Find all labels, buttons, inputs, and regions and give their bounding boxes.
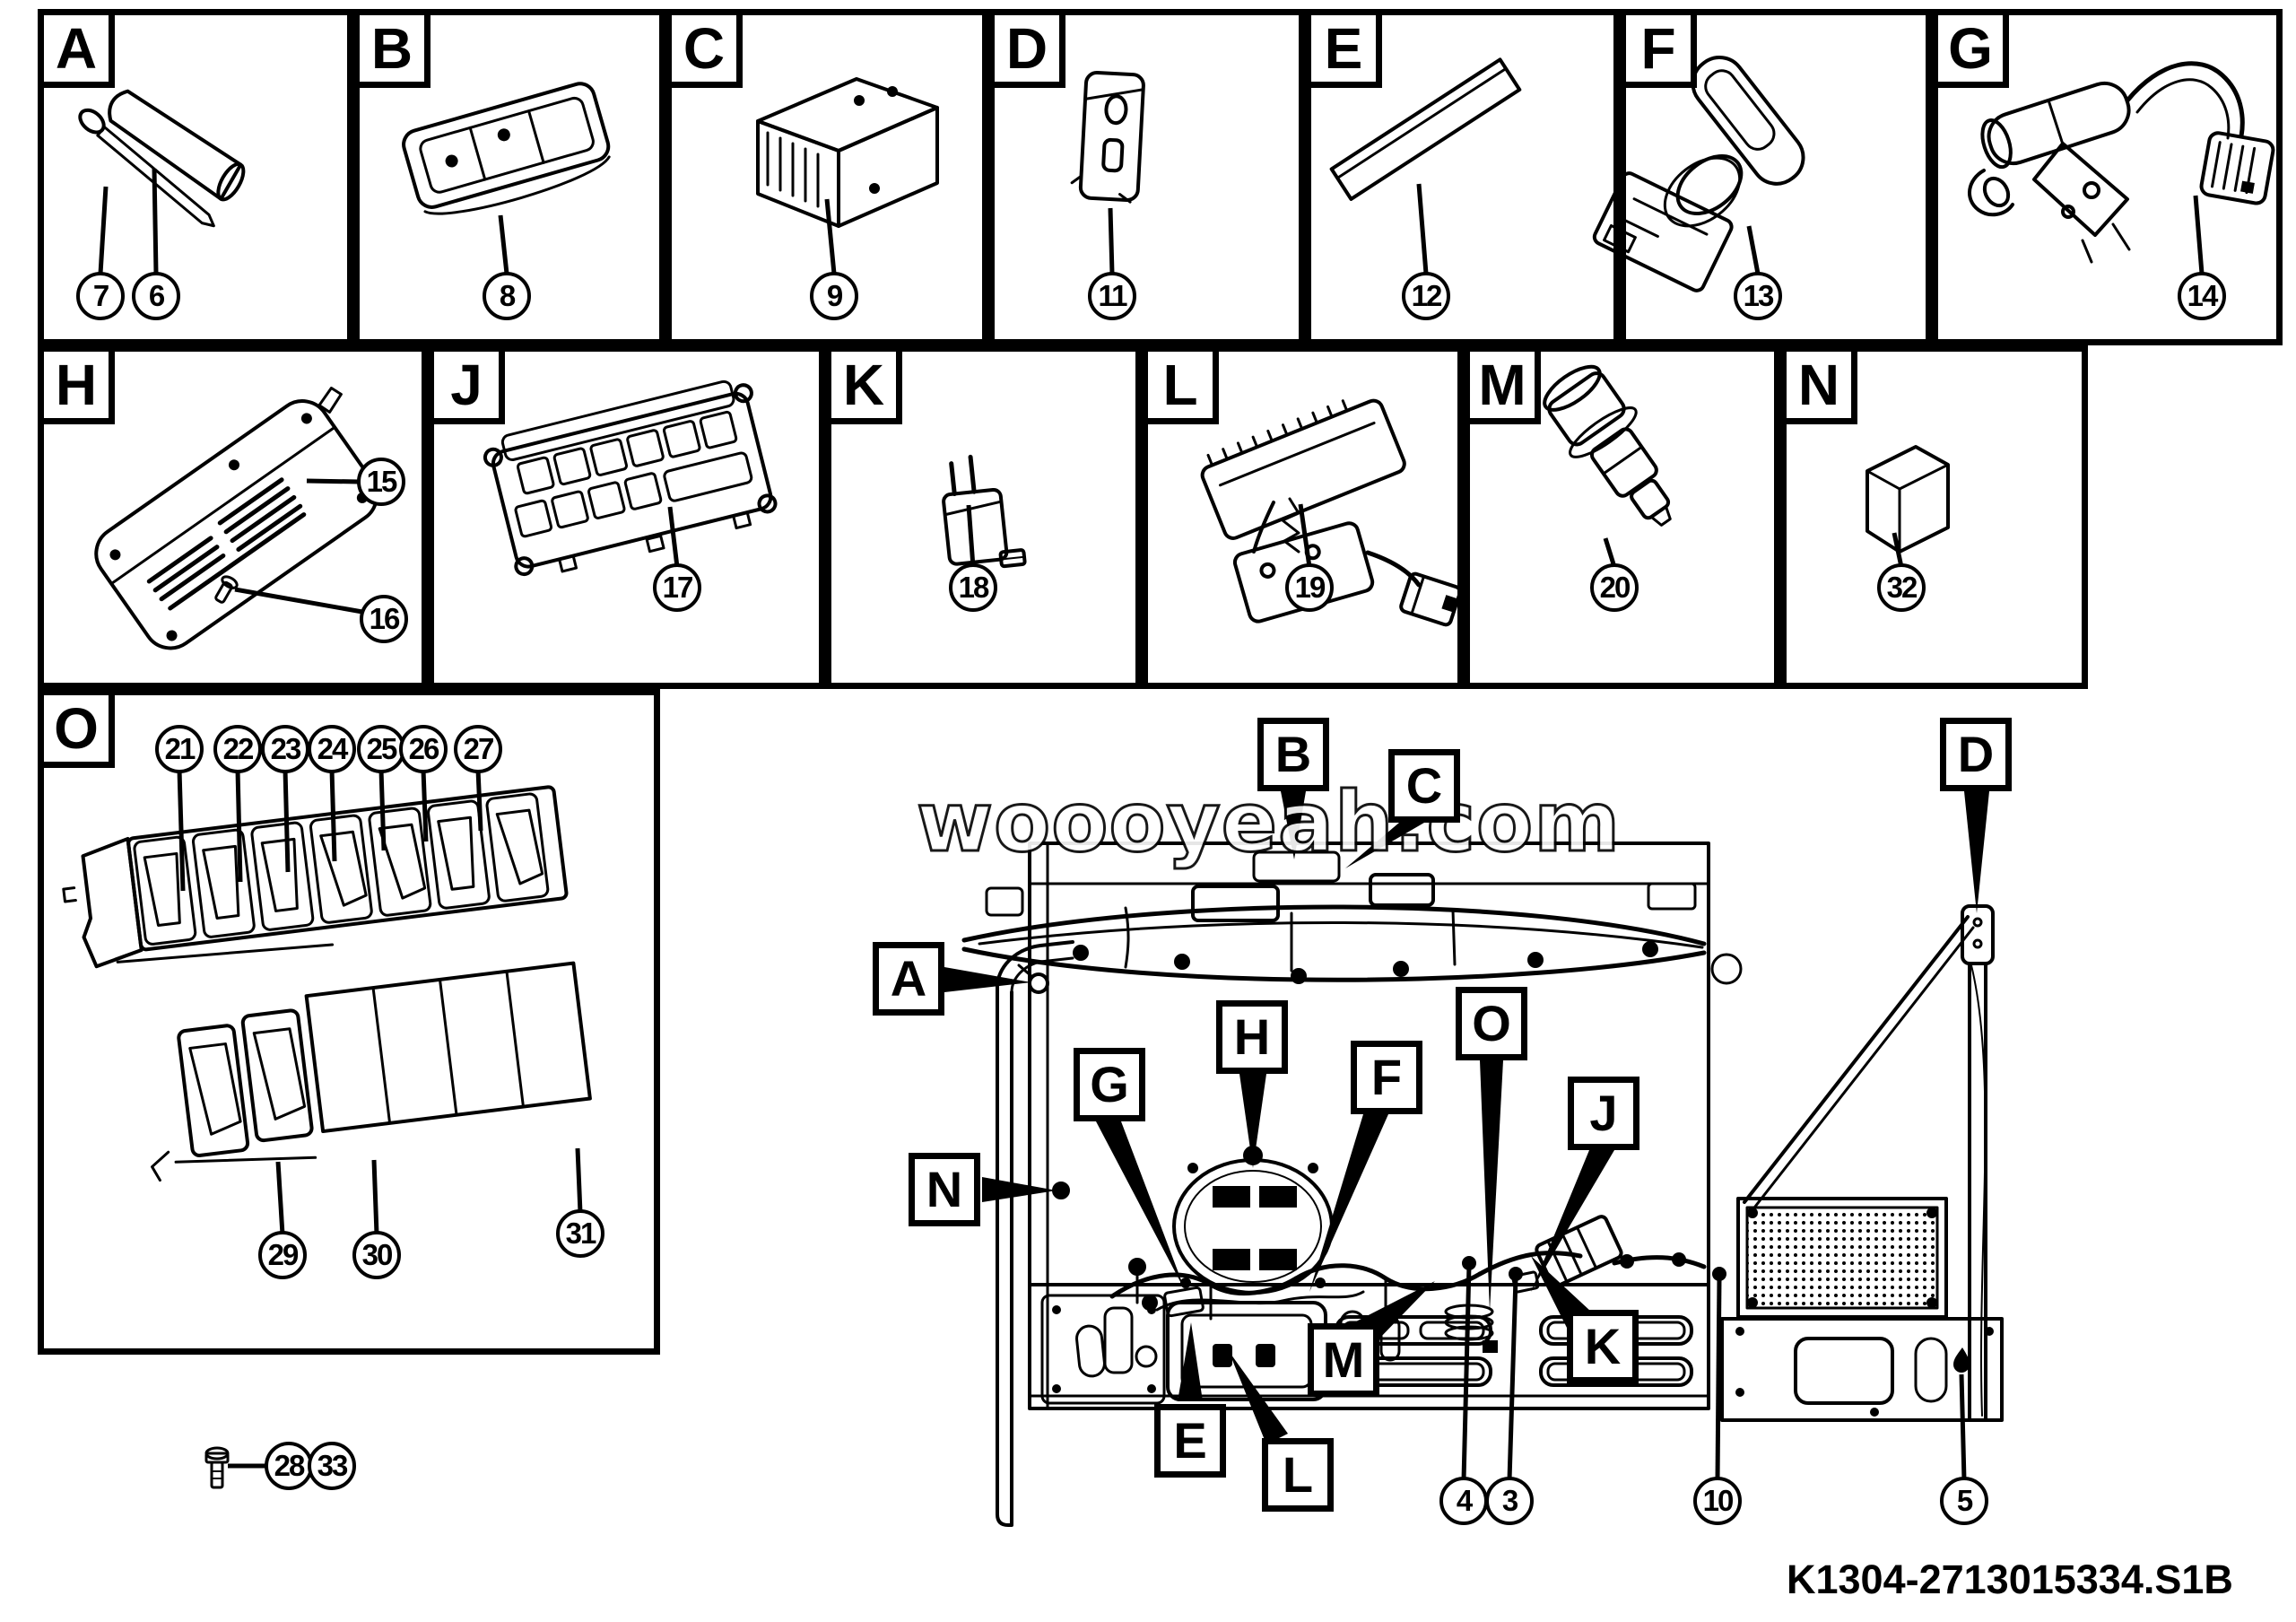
cell-label-B: B [353, 9, 430, 88]
part-num-7: 7 [76, 272, 125, 320]
part-num-20: 20 [1590, 563, 1639, 612]
assembly-callout-F: F [1351, 1041, 1422, 1114]
assembly-num-10: 10 [1693, 1477, 1742, 1525]
antenna-base-cone-illustration [108, 89, 246, 202]
assembly-num-4: 4 [1439, 1477, 1488, 1525]
cell-label-F: F [1620, 9, 1697, 88]
assembly-callout-O: O [1456, 987, 1527, 1060]
part-num-11: 11 [1088, 272, 1136, 320]
cell-label-M: M [1464, 345, 1541, 424]
cell-label-G: G [1932, 9, 2009, 88]
ignition-switch-illustration [1968, 61, 2275, 264]
assembly-callout-B: B [1257, 718, 1329, 791]
part-num-19: 19 [1285, 563, 1334, 612]
bolt-illustration [204, 1446, 230, 1489]
assembly-callout-G: G [1074, 1048, 1145, 1121]
part-num-22: 22 [213, 725, 262, 773]
assembly-callout-L: L [1262, 1438, 1334, 1512]
part-num-14: 14 [2178, 272, 2226, 320]
part-num-30: 30 [352, 1231, 401, 1279]
part-num-27: 27 [454, 725, 502, 773]
part-num-24: 24 [308, 725, 356, 773]
part-num-17: 17 [653, 563, 701, 612]
part-num-12: 12 [1402, 272, 1450, 320]
cube-part-illustration [1866, 445, 1950, 554]
drawing-code: K1304-2713015334.S1B [1787, 1557, 2233, 1602]
part-num-33: 33 [308, 1442, 356, 1490]
grille-panel-illustration [94, 387, 378, 650]
cell-label-K: K [825, 345, 902, 424]
assembly-callout-A: A [873, 942, 944, 1016]
part-num-28: 28 [265, 1442, 313, 1490]
cell-label-D: D [988, 9, 1065, 88]
part-num-9: 9 [810, 272, 858, 320]
part-num-25: 25 [357, 725, 405, 773]
part-num-32: 32 [1877, 563, 1926, 612]
dome-lamp-illustration [402, 82, 611, 215]
assembly-num-3: 3 [1485, 1477, 1534, 1525]
part-num-15: 15 [357, 458, 405, 506]
antenna-rod-illustration [78, 108, 215, 228]
stalk-switch-illustration [1592, 56, 1805, 292]
relay-illustration [942, 454, 1027, 569]
assembly-callout-M: M [1308, 1323, 1379, 1397]
fuse-block-illustration [483, 379, 778, 577]
leader-lines [98, 168, 2205, 1481]
power-socket-illustration [1543, 364, 1672, 527]
part-num-6: 6 [132, 272, 180, 320]
part-num-16: 16 [360, 595, 408, 643]
assembly-callout-H: H [1216, 1000, 1288, 1074]
assembly-num-5: 5 [1940, 1477, 1988, 1525]
cell-label-O: O [38, 689, 115, 768]
part-num-29: 29 [258, 1231, 307, 1279]
part-num-26: 26 [399, 725, 448, 773]
switch-bank-upper-illustration [62, 785, 569, 969]
assembly-callout-N: N [909, 1153, 980, 1226]
cab-assembly-drawing [961, 842, 2004, 1527]
part-num-31: 31 [556, 1209, 604, 1258]
grille-screw-illustration [214, 575, 239, 604]
part-num-18: 18 [949, 563, 997, 612]
assembly-callout-J: J [1568, 1077, 1639, 1150]
part-num-23: 23 [261, 725, 309, 773]
part-num-8: 8 [483, 272, 531, 320]
cell-label-A: A [38, 9, 115, 88]
assembly-callout-E: E [1154, 1404, 1226, 1478]
bracket-plate-illustration [1070, 71, 1145, 204]
assembly-callout-C: C [1388, 749, 1460, 823]
cell-label-C: C [665, 9, 743, 88]
radio-unit-illustration [756, 77, 939, 228]
cell-label-J: J [428, 345, 505, 424]
part-num-21: 21 [155, 725, 204, 773]
cell-label-E: E [1305, 9, 1382, 88]
assembly-callout-D: D [1940, 718, 2012, 791]
part-num-13: 13 [1734, 272, 1782, 320]
assembly-callout-K: K [1567, 1310, 1639, 1383]
switch-bank-lower-illustration [151, 961, 592, 1182]
cell-label-H: H [38, 345, 115, 424]
cell-label-L: L [1142, 345, 1219, 424]
trim-strip-illustration [1329, 57, 1522, 201]
cell-label-N: N [1780, 345, 1857, 424]
